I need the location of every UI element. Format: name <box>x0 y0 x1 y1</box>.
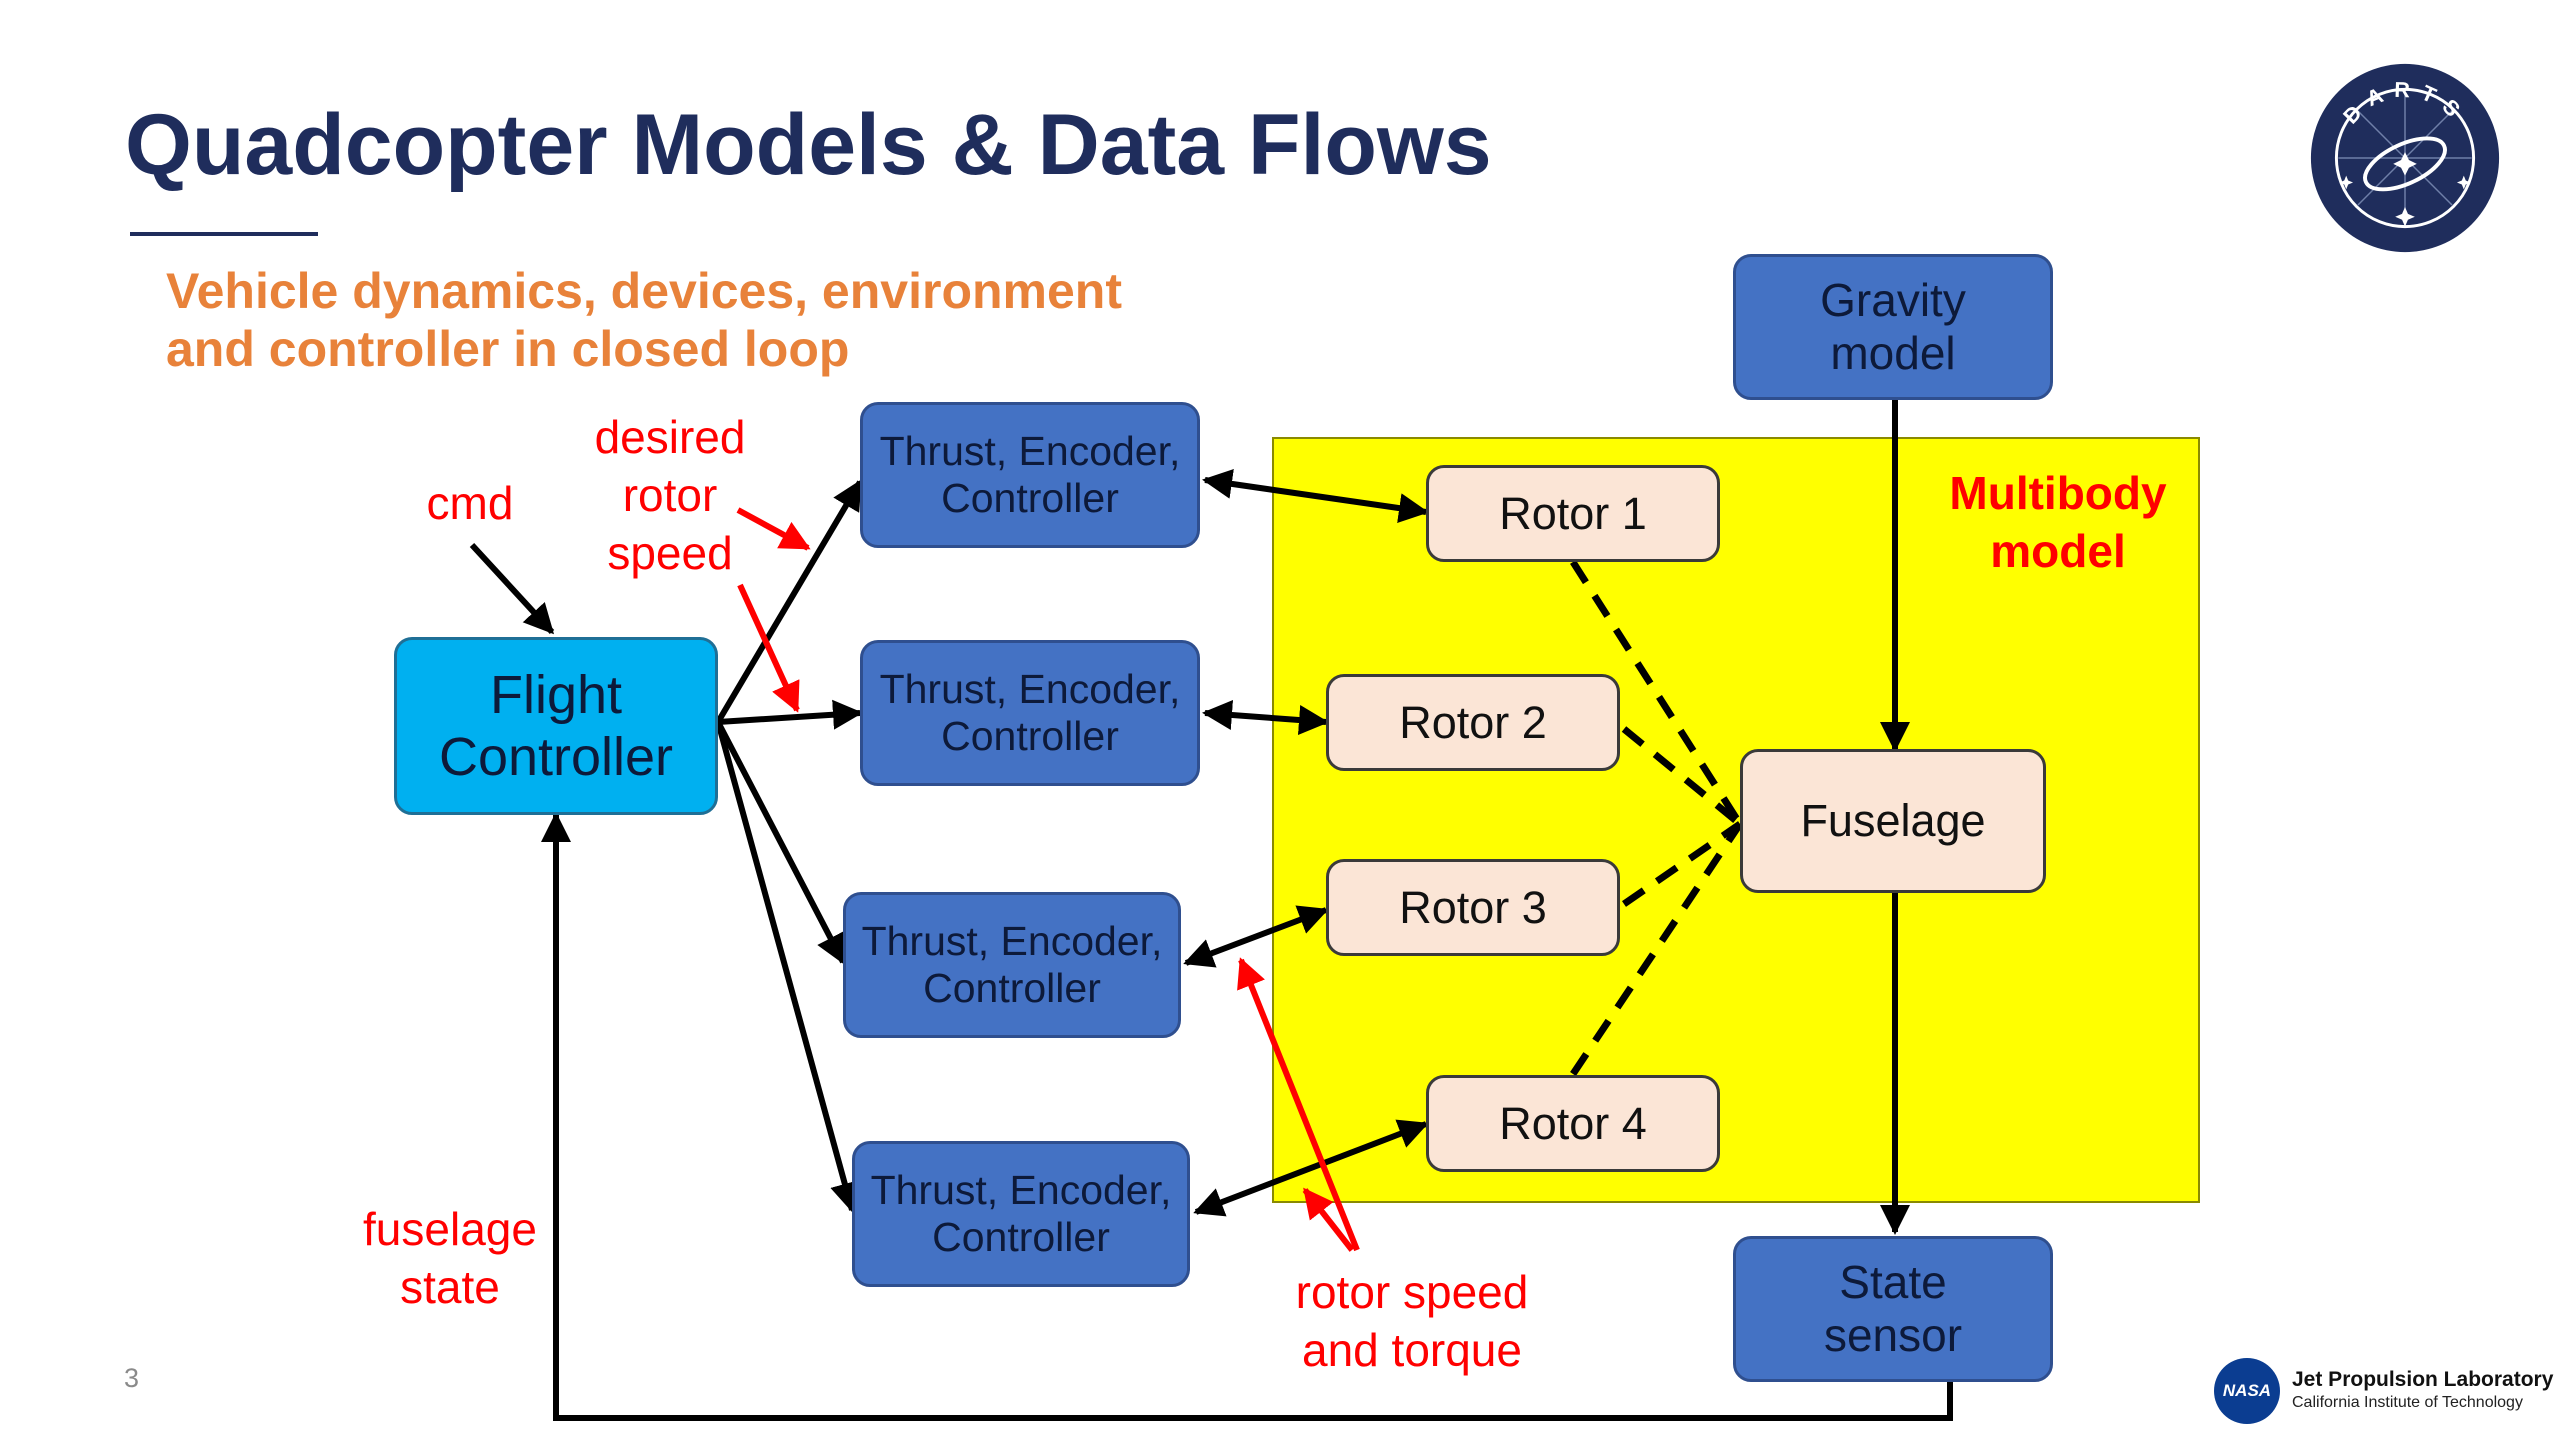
flight-controller-line-1: Flight <box>489 664 623 725</box>
slide-title: Quadcopter Models & Data Flows <box>125 97 1492 193</box>
tec-block-1-line-1: Thrust, Encoder, <box>879 427 1181 474</box>
jpl-logo: NASA Jet Propulsion Laboratory Californi… <box>2214 1358 2554 1428</box>
multibody-label-line-2: model <box>1990 525 2126 577</box>
tec-block-3: Thrust, Encoder, Controller <box>843 892 1181 1038</box>
fc-to-tec-1-arrow <box>715 479 863 724</box>
cmd-arrow <box>469 542 555 635</box>
fuselage-state-label: fuselage state <box>350 1200 550 1316</box>
title-underline <box>130 232 318 236</box>
tec-block-4-line-1: Thrust, Encoder, <box>870 1166 1172 1213</box>
slide-subtitle: Vehicle dynamics, devices, environment a… <box>166 262 1122 378</box>
desired-speed-pointer-2 <box>737 583 800 713</box>
tec-block-1: Thrust, Encoder, Controller <box>860 402 1200 548</box>
tec-4-rotor-4-arrow <box>1193 1119 1429 1217</box>
rotor-2-block: Rotor 2 <box>1326 674 1620 771</box>
rotor-speed-line-1: rotor speed <box>1295 1266 1529 1318</box>
gravity-model-line-1: Gravity <box>1820 274 1966 327</box>
feedback-loop-arrow <box>541 812 1953 1421</box>
state-sensor-line-1: State <box>1839 1256 1947 1309</box>
rotor-speed-pointer-1 <box>1237 957 1360 1252</box>
darts-logo: DARTS <box>2310 63 2500 253</box>
subtitle-line-1: Vehicle dynamics, devices, environment <box>166 263 1122 319</box>
multibody-label-line-1: Multibody <box>1949 467 2167 519</box>
tec-block-2: Thrust, Encoder, Controller <box>860 640 1200 786</box>
rotor-speed-line-2: and torque <box>1302 1324 1522 1376</box>
tec-block-2-line-2: Controller <box>941 713 1119 759</box>
tec-block-3-line-1: Thrust, Encoder, <box>861 917 1163 964</box>
rotor-1-block: Rotor 1 <box>1426 465 1720 562</box>
page-number: 3 <box>124 1363 140 1393</box>
fuselage-state-line-2: state <box>400 1261 500 1313</box>
gravity-model-line-2: model <box>1830 327 1956 379</box>
desired-label-line-3: speed <box>607 527 733 579</box>
tec-block-2-line-1: Thrust, Encoder, <box>879 665 1181 712</box>
cmd-label: cmd <box>426 477 514 529</box>
rotor-1-fuselage-link <box>1570 560 1743 826</box>
tec-block-1-line-2: Controller <box>941 475 1119 521</box>
tec-2-rotor-2-arrow <box>1202 700 1329 735</box>
rotor-speed-pointer-2 <box>1302 1187 1355 1252</box>
desired-label-line-1: desired <box>594 411 746 463</box>
tec-1-rotor-1-arrow <box>1202 469 1429 523</box>
subtitle-line-2: and controller in closed loop <box>166 321 850 377</box>
multibody-model-label: Multibody model <box>1938 464 2178 580</box>
rotor-4-block: Rotor 4 <box>1426 1075 1720 1172</box>
fc-to-tec-4-arrow <box>715 721 860 1213</box>
state-sensor-line-2: sensor <box>1823 1309 1963 1361</box>
state-sensor-block: State sensor <box>1733 1236 2053 1382</box>
rotor-3-fuselage-link <box>1622 821 1742 907</box>
rotor-speed-torque-label: rotor speed and torque <box>1252 1263 1572 1379</box>
flight-controller-block: Flight Controller <box>394 637 718 815</box>
tec-block-3-line-2: Controller <box>923 965 1101 1011</box>
fc-to-tec-3-arrow <box>715 720 846 965</box>
desired-rotor-speed-label: desired rotor speed <box>570 408 770 582</box>
fuselage-state-line-1: fuselage <box>363 1203 537 1255</box>
tec-block-4-line-2: Controller <box>932 1214 1110 1260</box>
desired-speed-pointer-1 <box>736 507 811 551</box>
rotor-2-fuselage-link <box>1621 726 1743 827</box>
desired-label-line-2: rotor <box>622 469 718 521</box>
flight-controller-line-2: Controller <box>438 727 674 787</box>
tec-block-4: Thrust, Encoder, Controller <box>852 1141 1190 1287</box>
nasa-meatball-icon: NASA <box>2214 1358 2280 1424</box>
rotor-3-block: Rotor 3 <box>1326 859 1620 956</box>
rotor-4-fuselage-link <box>1570 822 1743 1076</box>
jpl-name: Jet Propulsion Laboratory <box>2292 1368 2554 1391</box>
fc-to-tec-2-arrow <box>717 699 863 730</box>
tec-3-rotor-3-arrow <box>1183 905 1329 968</box>
gravity-model-block: Gravity model <box>1733 254 2053 400</box>
jpl-subtitle: California Institute of Technology <box>2292 1394 2523 1411</box>
fuselage-block: Fuselage <box>1740 749 2046 893</box>
